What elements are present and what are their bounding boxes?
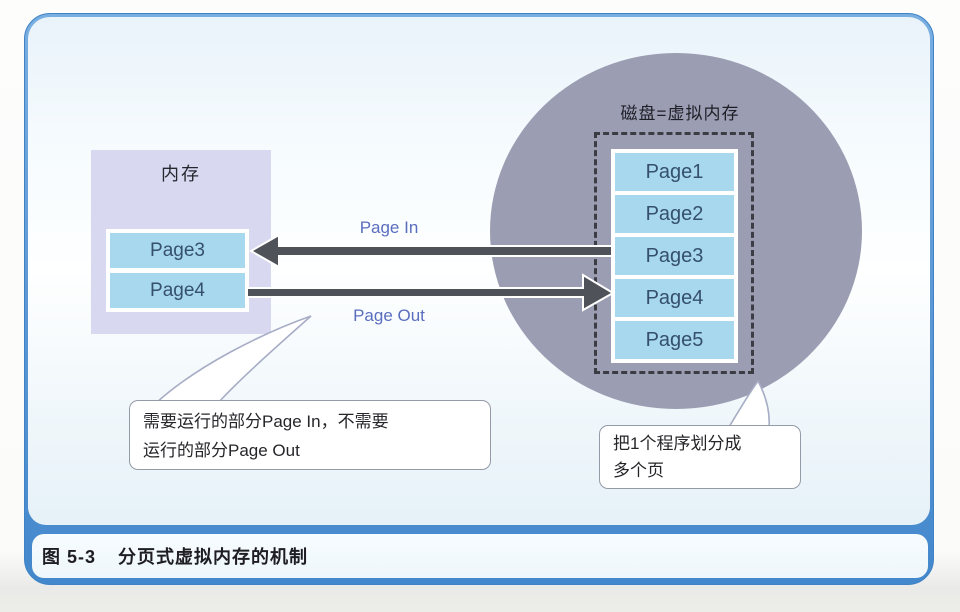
memory-page-list: Page3 Page4: [106, 229, 249, 312]
memory-page-row: Page4: [110, 273, 245, 308]
disk-label: 磁盘=虚拟内存: [620, 104, 740, 123]
memory-callout: 需要运行的部分Page In，不需要 运行的部分Page Out: [129, 400, 491, 470]
page-out-label: Page Out: [353, 306, 425, 325]
disk-page-row: Page1: [615, 153, 734, 191]
memory-label: 内存: [161, 164, 201, 184]
diagram-panel: 磁盘=虚拟内存 Page1 Page2 Page3 Page4 Page5 内存…: [28, 17, 930, 525]
disk-page-row: Page3: [615, 237, 734, 275]
disk-callout-line2: 多个页: [613, 461, 664, 480]
disk-page-row: Page4: [615, 279, 734, 317]
caption-number: 图 5-3: [42, 547, 97, 567]
disk-page-row: Page2: [615, 195, 734, 233]
caption-bar: 图 5-3 分页式虚拟内存的机制: [32, 534, 928, 578]
memory-callout-line2: 运行的部分Page Out: [143, 441, 300, 460]
disk-page-row: Page5: [615, 321, 734, 359]
figure-frame: 磁盘=虚拟内存 Page1 Page2 Page3 Page4 Page5 内存…: [24, 13, 934, 585]
disk-page-list: Page1 Page2 Page3 Page4 Page5: [611, 149, 738, 363]
caption-title: 分页式虚拟内存的机制: [118, 547, 309, 567]
page-in-label: Page In: [359, 218, 419, 237]
disk-callout: 把1个程序划分成 多个页: [599, 425, 801, 489]
memory-callout-line1: 需要运行的部分Page In，不需要: [143, 412, 389, 431]
disk-callout-line1: 把1个程序划分成: [613, 434, 742, 453]
memory-page-row: Page3: [110, 233, 245, 268]
